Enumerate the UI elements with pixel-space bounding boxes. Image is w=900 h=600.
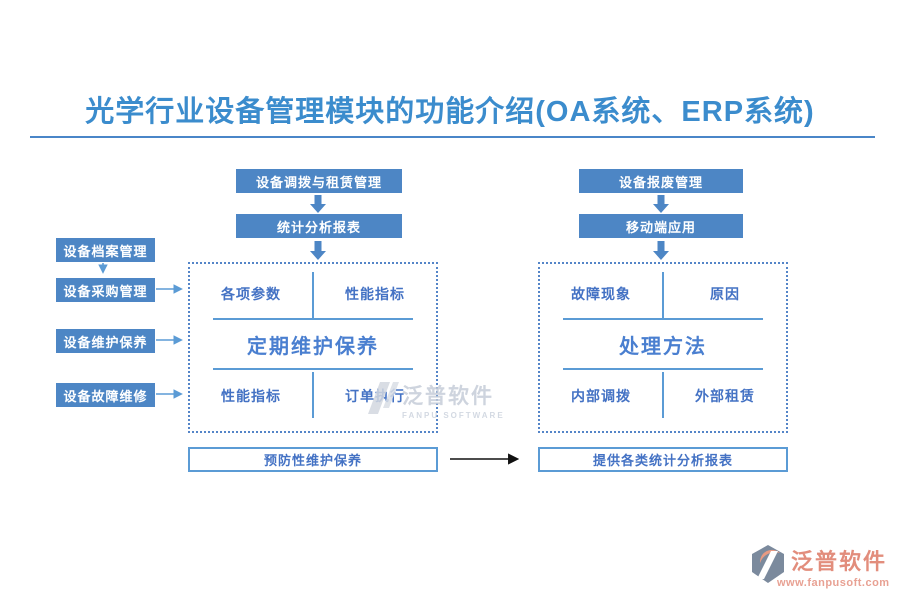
- node-label: 统计分析报表: [276, 219, 361, 235]
- node-scrap-management: 设备报废管理: [579, 169, 743, 193]
- node-transfer-rental: 设备调拨与租赁管理: [236, 169, 402, 193]
- result-label: 提供各类统计分析报表: [592, 453, 733, 468]
- node-label: 设备调拨与租赁管理: [255, 174, 382, 190]
- brand-logo: 泛普软件 www.fanpusoft.com: [748, 544, 890, 589]
- panel-cell-top-right: 性能指标: [345, 286, 405, 302]
- arrow-mobile-to-panel: [653, 241, 669, 260]
- page-title: 光学行业设备管理模块的功能介绍(OA系统、ERP系统): [85, 96, 815, 128]
- panel-divider-horizontal-upper: [213, 318, 413, 320]
- title-underline: [30, 136, 875, 138]
- node-device-repair: 设备故障维修: [56, 383, 155, 407]
- panel-cell-top-right: 原因: [710, 286, 740, 302]
- node-label: 设备报废管理: [618, 174, 703, 190]
- panel-cell-top-left: 各项参数: [221, 286, 281, 302]
- panel-divider-horizontal-upper: [563, 318, 763, 320]
- panel-cell-bottom-right: 订单执行: [345, 388, 405, 404]
- result-box-preventive-maintenance: 预防性维护保养: [188, 447, 438, 472]
- panel-divider-vertical-top: [662, 272, 664, 318]
- node-mobile-app: 移动端应用: [579, 214, 743, 238]
- panel-fault-handling: 故障现象 原因 处理方法 内部调拨 外部租赁: [538, 262, 788, 433]
- node-label: 设备档案管理: [63, 243, 148, 259]
- panel-periodic-maintenance: 各项参数 性能指标 定期维护保养 性能指标 订单执行: [188, 262, 438, 433]
- panel-divider-horizontal-lower: [213, 368, 413, 370]
- brand-name: 泛普软件: [791, 549, 888, 574]
- node-label: 设备维护保养: [63, 334, 148, 350]
- panel-center-label: 处理方法: [619, 335, 707, 358]
- panel-cell-bottom-left: 性能指标: [221, 388, 281, 404]
- brand-logo-icon: [752, 545, 784, 583]
- arrow-scrap-to-mobile: [653, 195, 669, 213]
- brand-url: www.fanpusoft.com: [777, 577, 890, 589]
- panel-center-label: 定期维护保养: [247, 335, 379, 358]
- node-device-purchase: 设备采购管理: [56, 278, 155, 302]
- panel-divider-vertical-bottom: [662, 372, 664, 418]
- node-label: 移动端应用: [625, 219, 696, 235]
- node-statistics-report: 统计分析报表: [236, 214, 402, 238]
- panel-divider-horizontal-lower: [563, 368, 763, 370]
- panel-divider-vertical-bottom: [312, 372, 314, 418]
- node-device-archive: 设备档案管理: [56, 238, 155, 262]
- node-label: 设备故障维修: [63, 388, 148, 404]
- arrow-report-to-panel: [310, 241, 326, 260]
- node-label: 设备采购管理: [63, 283, 148, 299]
- node-device-maintenance: 设备维护保养: [56, 329, 155, 353]
- panel-divider-vertical-top: [312, 272, 314, 318]
- panel-cell-bottom-right: 外部租赁: [695, 388, 755, 404]
- result-label: 预防性维护保养: [263, 453, 362, 468]
- panel-cell-bottom-left: 内部调拨: [571, 388, 631, 404]
- arrow-transfer-to-report: [310, 195, 326, 213]
- result-box-statistics-reports: 提供各类统计分析报表: [538, 447, 788, 472]
- panel-cell-top-left: 故障现象: [571, 286, 631, 302]
